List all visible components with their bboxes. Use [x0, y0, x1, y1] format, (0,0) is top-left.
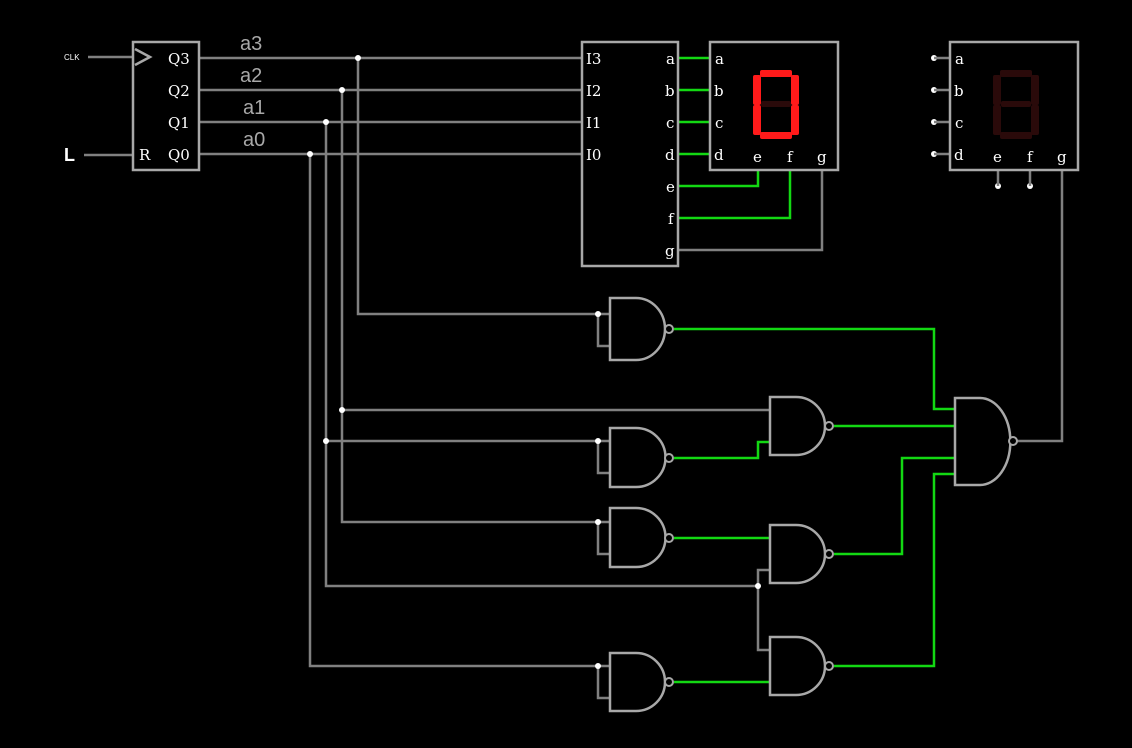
display-right-pin-a: a: [955, 50, 964, 68]
inverter-bubble-icon: [824, 549, 834, 559]
nand-gate-mid-1[interactable]: [768, 395, 834, 457]
a2-drop: [340, 90, 598, 524]
inverter-bubble-icon: [824, 421, 834, 431]
clk-input-label[interactable]: CLK: [64, 53, 80, 62]
pin-q1: Q1: [168, 114, 190, 132]
a1-to-gate-mid2: [756, 568, 770, 586]
wires-active: [674, 56, 955, 684]
tie-n3: [596, 522, 610, 556]
decoder-out-g: g: [665, 242, 675, 260]
decoder[interactable]: I3 I2 I1 I0 a b c d e f g: [580, 40, 680, 268]
inverter-bubble-icon: [664, 453, 674, 463]
a3-drop: [356, 58, 598, 316]
seg-g-wire: [678, 170, 824, 252]
tie-n4: [596, 666, 610, 700]
pin-q3: Q3: [168, 50, 190, 68]
tie-n1: [596, 314, 610, 348]
display-left-pin-f: f: [787, 148, 794, 166]
display-right-pin-c: c: [955, 114, 963, 132]
big-nand-to-g: [1016, 170, 1064, 443]
display-right-pin-d: d: [954, 146, 964, 164]
right-display-stubs: [934, 56, 1032, 186]
nand-gate-mid-2[interactable]: [768, 523, 834, 585]
display-left-pin-g: g: [817, 148, 827, 166]
inverter-bubble-icon: [664, 533, 674, 543]
pin-r: R: [139, 146, 151, 164]
decoder-out-c: c: [666, 114, 674, 132]
display-left-pin-b: b: [714, 82, 724, 100]
decoder-out-e: e: [666, 178, 675, 196]
pin-q2: Q2: [168, 82, 190, 100]
reset-input-label[interactable]: L: [64, 145, 75, 165]
a0-drop: [308, 154, 598, 668]
decoder-out-d: d: [665, 146, 675, 164]
pin-q0: Q0: [168, 146, 190, 164]
wire-label-a3: a3: [240, 33, 262, 55]
wire-label-a2: a2: [240, 65, 262, 87]
mid2-to-big: [834, 456, 955, 556]
display-right-pin-b: b: [954, 82, 964, 100]
wire-label-a1: a1: [243, 97, 265, 119]
display-left-pin-a: a: [715, 50, 724, 68]
nand-gate-2[interactable]: [608, 426, 674, 489]
display-left-digit-zero: [753, 70, 799, 139]
nand-gate-1[interactable]: [608, 296, 674, 362]
register-body[interactable]: [131, 40, 201, 172]
tie-n2: [596, 441, 610, 475]
wire-label-a0: a0: [243, 129, 265, 151]
n1-to-big: [674, 327, 955, 411]
decoder-out-b: b: [665, 82, 675, 100]
decoder-in-i2: I2: [586, 82, 601, 100]
display-left-pin-c: c: [715, 114, 723, 132]
wires-inactive: [84, 55, 1064, 700]
decoder-out-a: a: [666, 50, 675, 68]
n2-to-mid1: [674, 440, 770, 460]
display-left-pin-e: e: [753, 148, 762, 166]
decoder-in-i0: I0: [586, 146, 601, 164]
nand-gate-mid-3[interactable]: [768, 635, 834, 697]
a1-to-gate-mid3: [756, 586, 770, 652]
inverter-bubble-icon: [664, 324, 674, 334]
nand-gate-big[interactable]: [953, 396, 1018, 487]
clock-triangle-icon: [134, 47, 153, 67]
nand-gate-3[interactable]: [608, 506, 674, 569]
inverter-bubble-icon: [824, 661, 834, 671]
a1-drop: [324, 122, 758, 588]
display-right-pin-f: f: [1027, 148, 1034, 166]
display-left[interactable]: a b c d e f g: [708, 40, 840, 172]
mid3-to-big: [834, 472, 955, 668]
decoder-in-i3: I3: [586, 50, 601, 68]
register[interactable]: Q3 Q2 Q1 Q0 R: [131, 40, 201, 172]
seg-e-wire: [678, 170, 760, 188]
nand-gate-4[interactable]: [608, 651, 674, 713]
display-right-digit-off: [993, 70, 1039, 139]
display-left-pin-d: d: [714, 146, 724, 164]
inverter-bubble-icon: [664, 677, 674, 687]
decoder-body[interactable]: [580, 40, 680, 268]
decoder-in-i1: I1: [586, 114, 601, 132]
display-right-body[interactable]: [948, 40, 1080, 172]
display-right-pin-g: g: [1057, 148, 1067, 166]
seg-f-wire: [678, 170, 792, 220]
display-left-body[interactable]: [708, 40, 840, 172]
display-right-pin-e: e: [993, 148, 1002, 166]
display-right[interactable]: a b c d e f g: [948, 40, 1080, 172]
decoder-out-f: f: [668, 210, 675, 228]
inverter-bubble-icon: [1008, 436, 1018, 446]
